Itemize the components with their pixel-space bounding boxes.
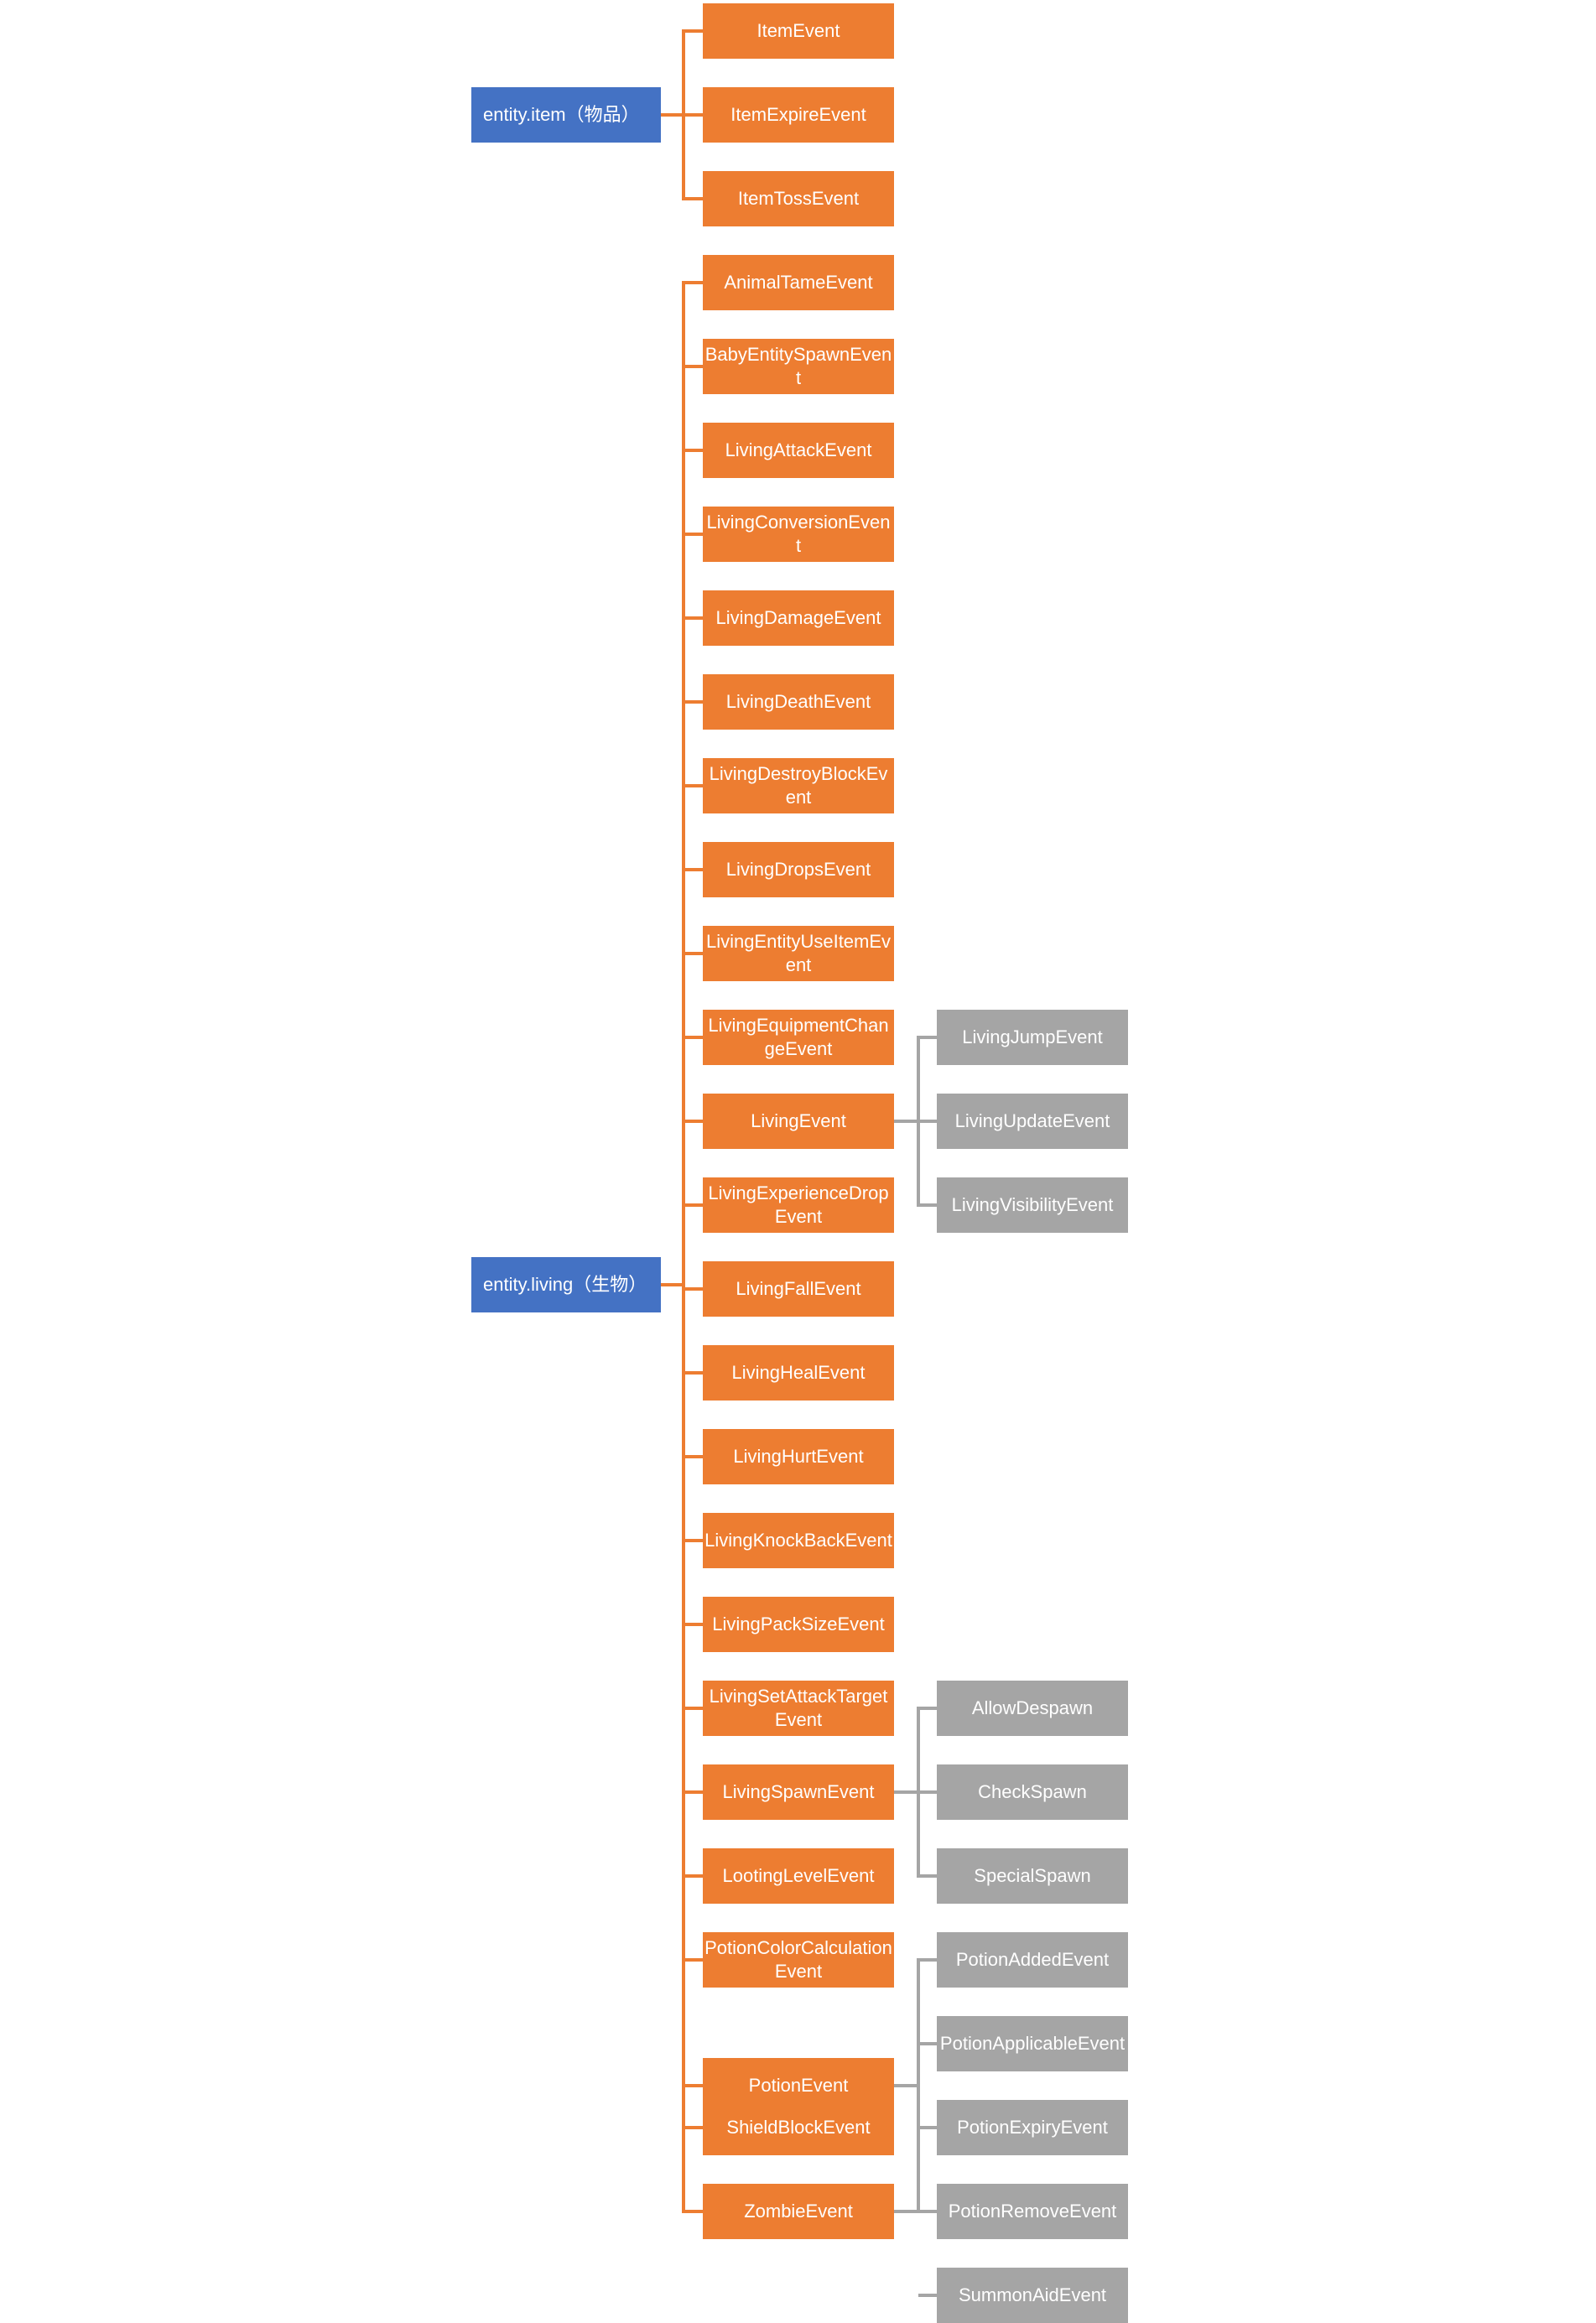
event-node-label: PotionEvent (748, 2075, 849, 2096)
event-node-label: LivingExperienceDropEvent (708, 1182, 889, 1227)
group-0-root-label: entity.item（物品） (483, 104, 640, 125)
subevent-node-label: LivingUpdateEvent (954, 1110, 1110, 1131)
event-node[interactable]: ShieldBlockEvent (703, 2100, 894, 2155)
event-node-label: LivingPackSizeEvent (712, 1614, 885, 1634)
event-node-label: LivingHurtEvent (733, 1446, 864, 1467)
event-node[interactable]: ItemTossEvent (703, 171, 894, 226)
event-node[interactable]: LivingKnockBackEvent (703, 1513, 894, 1568)
subevent-node[interactable]: LivingVisibilityEvent (937, 1177, 1128, 1233)
event-node[interactable]: LivingAttackEvent (703, 423, 894, 478)
subevent-node[interactable]: PotionApplicableEvent (937, 2016, 1128, 2071)
event-node-label: LivingEntityUseItemEvent (705, 931, 892, 975)
subevent-node-label: PotionAddedEvent (955, 1949, 1110, 1970)
event-node[interactable]: BabyEntitySpawnEvent (703, 339, 894, 394)
event-node-label: ItemTossEvent (737, 188, 860, 209)
subevent-node[interactable]: CheckSpawn (937, 1764, 1128, 1820)
subevent-node[interactable]: SpecialSpawn (937, 1848, 1128, 1904)
subevent-node[interactable]: SummonAidEvent (937, 2268, 1128, 2323)
event-node[interactable]: LivingDestroyBlockEvent (703, 758, 894, 813)
event-node-label: LootingLevelEvent (722, 1865, 875, 1886)
event-node[interactable]: LivingFallEvent (703, 1261, 894, 1317)
event-node[interactable]: LivingEntityUseItemEvent (703, 926, 894, 981)
event-node-label: LivingDamageEvent (715, 607, 881, 628)
event-node-label: LivingDestroyBlockEvent (709, 763, 888, 808)
event-node[interactable]: LivingSetAttackTargetEvent (703, 1681, 894, 1736)
subevent-node[interactable]: PotionExpiryEvent (937, 2100, 1128, 2155)
subevent-node[interactable]: AllowDespawn (937, 1681, 1128, 1736)
event-node-label: ItemEvent (756, 20, 840, 41)
subevent-node-label: PotionApplicableEvent (939, 2033, 1126, 2054)
subevent-node[interactable]: LivingJumpEvent (937, 1010, 1128, 1065)
event-node-label: LivingDeathEvent (725, 691, 871, 712)
subevent-node[interactable]: LivingUpdateEvent (937, 1094, 1128, 1149)
subevent-node-label: PotionRemoveEvent (948, 2201, 1117, 2222)
event-node[interactable]: ItemExpireEvent (703, 87, 894, 143)
event-node-label: LivingSpawnEvent (722, 1781, 875, 1802)
event-node[interactable]: LivingEvent (703, 1094, 894, 1149)
event-node[interactable]: ZombieEvent (703, 2184, 894, 2239)
subevent-node[interactable]: PotionRemoveEvent (937, 2184, 1128, 2239)
event-node[interactable]: LivingDeathEvent (703, 674, 894, 730)
subevent-node-label: AllowDespawn (971, 1697, 1094, 1718)
subevent-node-label: LivingVisibilityEvent (951, 1194, 1114, 1215)
subevent-node-label: LivingJumpEvent (962, 1026, 1103, 1047)
subevent-node[interactable]: PotionAddedEvent (937, 1932, 1128, 1988)
event-node-label: LivingHealEvent (731, 1362, 866, 1383)
event-node-label: LivingConversionEvent (706, 512, 891, 556)
event-node[interactable]: AnimalTameEvent (703, 255, 894, 310)
event-node-label: LivingEvent (751, 1110, 846, 1131)
event-node[interactable]: LivingPackSizeEvent (703, 1597, 894, 1652)
event-node-label: LivingFallEvent (736, 1278, 861, 1299)
event-node-label: ZombieEvent (744, 2201, 853, 2222)
event-node-label: ShieldBlockEvent (726, 2117, 871, 2138)
event-node-label: LivingDropsEvent (725, 859, 871, 880)
event-node[interactable]: LootingLevelEvent (703, 1848, 894, 1904)
event-node[interactable]: LivingEquipmentChangeEvent (703, 1010, 894, 1065)
event-node[interactable]: LivingDamageEvent (703, 590, 894, 646)
event-node[interactable]: LivingConversionEvent (703, 507, 894, 562)
event-node[interactable]: ItemEvent (703, 3, 894, 59)
event-node-label: LivingEquipmentChangeEvent (708, 1015, 889, 1059)
event-node[interactable]: PotionColorCalculationEvent (703, 1932, 894, 1988)
event-node-label: BabyEntitySpawnEvent (704, 344, 892, 388)
group-1-root[interactable]: entity.living（生物） (471, 1257, 661, 1312)
subevent-node-label: SpecialSpawn (974, 1865, 1091, 1886)
event-node-label: AnimalTameEvent (724, 272, 873, 293)
event-node[interactable]: LivingExperienceDropEvent (703, 1177, 894, 1233)
event-node[interactable]: LivingDropsEvent (703, 842, 894, 897)
group-0-root[interactable]: entity.item（物品） (471, 87, 661, 143)
event-node-label: LivingSetAttackTargetEvent (709, 1686, 888, 1730)
group-1-root-label: entity.living（生物） (483, 1274, 647, 1295)
subevent-node-label: CheckSpawn (978, 1781, 1087, 1802)
subevent-node-label: SummonAidEvent (958, 2284, 1107, 2305)
subevent-node-label: PotionExpiryEvent (957, 2117, 1108, 2138)
event-node-label: LivingAttackEvent (725, 439, 872, 460)
event-node[interactable]: LivingHealEvent (703, 1345, 894, 1401)
event-node-label: ItemExpireEvent (730, 104, 866, 125)
event-node-label: LivingKnockBackEvent (704, 1530, 892, 1551)
event-node-label: PotionColorCalculationEvent (704, 1937, 892, 1982)
event-node[interactable]: LivingSpawnEvent (703, 1764, 894, 1820)
event-node[interactable]: LivingHurtEvent (703, 1429, 894, 1484)
